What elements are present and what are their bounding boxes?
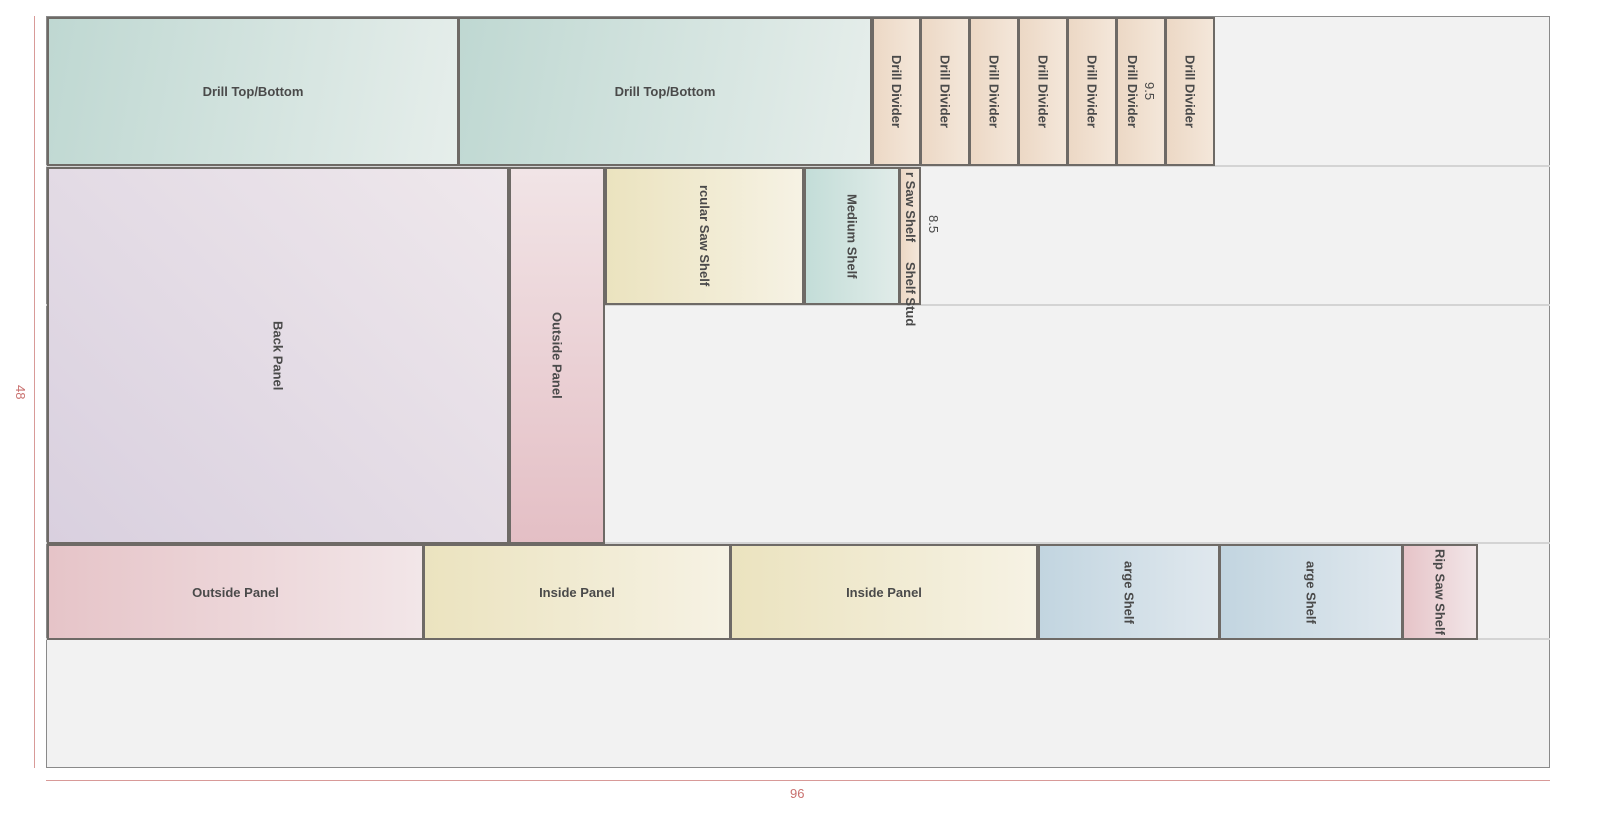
piece-inside-panel[interactable]: Inside Panel	[730, 544, 1038, 640]
dimension-label: 9.5	[1142, 82, 1157, 101]
piece-outside-panel[interactable]: Outside Panel	[509, 167, 605, 544]
piece-label: rcular Saw Shelf	[697, 185, 712, 287]
piece-drill-divider[interactable]: Drill Divider	[920, 17, 970, 166]
piece-drill-divider[interactable]: Drill Divider	[969, 17, 1019, 166]
piece-label: Inside Panel	[846, 584, 922, 600]
piece-label: Outside Panel	[192, 584, 279, 600]
piece-label: Rip Saw Shelf	[1432, 549, 1448, 635]
piece-label: r Saw Shelf	[903, 172, 918, 243]
piece-circular-saw-shelf[interactable]: rcular Saw Shelf	[605, 167, 804, 305]
height-dimension-line	[34, 16, 35, 768]
piece-label: Drill Divider	[986, 55, 1002, 128]
piece-outside-panel[interactable]: Outside Panel	[47, 544, 424, 640]
piece-rip-saw-shelf[interactable]: Rip Saw Shelf	[1402, 544, 1478, 640]
piece-label: Drill Divider	[1084, 55, 1100, 128]
piece-label: Drill Divider	[1035, 55, 1051, 128]
dimension-label: 8.5	[926, 215, 941, 234]
piece-label: Drill Divider	[937, 55, 953, 128]
piece-label: Medium Shelf	[844, 193, 860, 279]
piece-label: Drill Top/Bottom	[202, 84, 304, 99]
width-dimension-line	[46, 780, 1550, 781]
piece-label: Drill Top/Bottom	[614, 84, 716, 99]
piece-medium-shelf[interactable]: Medium Shelf	[804, 167, 900, 305]
piece-large-shelf[interactable]: arge Shelf	[1219, 544, 1403, 640]
piece-drill-divider[interactable]: Drill Divider	[1067, 17, 1117, 166]
piece-back-panel[interactable]: Back Panel	[47, 167, 509, 544]
piece-drill-divider[interactable]: Drill Divider	[872, 17, 921, 166]
rip-line	[46, 542, 1550, 544]
rip-line	[46, 304, 1550, 306]
piece-drill-divider[interactable]: Drill Divider	[1165, 17, 1215, 166]
piece-large-shelf[interactable]: arge Shelf	[1038, 544, 1220, 640]
piece-label: Shelf Stud	[903, 262, 918, 327]
width-dimension-label: 96	[790, 786, 805, 801]
piece-label: Back Panel	[270, 320, 286, 391]
piece-drill-top-bottom[interactable]: Drill Top/Bottom	[47, 17, 459, 166]
piece-label: Inside Panel	[539, 584, 615, 600]
piece-label: arge Shelf	[1121, 560, 1137, 624]
piece-label: Drill Divider	[889, 55, 904, 128]
piece-label: Drill Divider	[1182, 55, 1198, 128]
rip-line	[46, 165, 1550, 167]
piece-drill-divider[interactable]: Drill Divider	[1018, 17, 1068, 166]
piece-drill-top-bottom[interactable]: Drill Top/Bottom	[458, 17, 872, 166]
piece-label: arge Shelf	[1303, 560, 1319, 624]
piece-shelf-stud[interactable]	[899, 167, 921, 305]
piece-inside-panel[interactable]: Inside Panel	[423, 544, 731, 640]
height-dimension-label: 48	[13, 385, 28, 400]
piece-label: Outside Panel	[549, 312, 565, 399]
piece-label: Drill Divider	[1125, 55, 1140, 128]
